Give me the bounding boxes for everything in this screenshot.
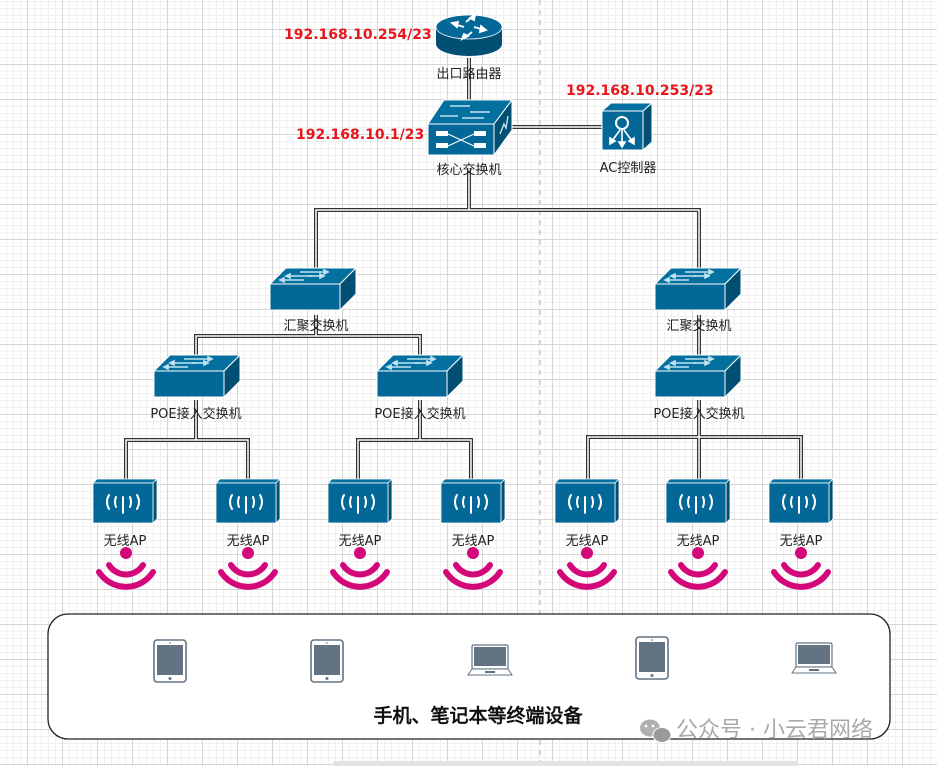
wifi-signal-icon — [221, 547, 275, 587]
poe-access-switch[interactable]: POE接入交换机 — [374, 354, 466, 422]
switch-icon — [376, 354, 464, 398]
laptop-icon — [467, 644, 513, 676]
wireless-ap[interactable]: 无线AP — [327, 478, 393, 587]
watermark: 公众号 · 小云君网络 — [640, 718, 873, 743]
wifi-signal-icon — [560, 547, 614, 587]
router-icon — [435, 13, 503, 56]
aggregation-switch-label: 汇聚交换机 — [666, 318, 731, 334]
wireless-ap[interactable]: 无线AP — [92, 478, 158, 587]
terminal-devices-caption: 手机、笔记本等终端设备 — [373, 704, 583, 727]
terminal-devices-group: 手机、笔记本等终端设备 — [47, 613, 891, 740]
wireless-ap[interactable]: 无线AP — [215, 478, 281, 587]
wireless-ap[interactable]: 无线AP — [665, 478, 731, 587]
layer3-switch-icon — [427, 98, 513, 157]
ap-label: 无线AP — [227, 534, 270, 549]
ac-controller-ip-label: 192.168.10.253/23 — [566, 83, 714, 99]
ac-controller-label: AC控制器 — [600, 161, 657, 176]
core-switch[interactable]: 192.168.10.1/23 核心交换机 — [296, 98, 513, 178]
terminal-devices-container — [47, 613, 891, 740]
wechat-icon — [640, 719, 672, 743]
wifi-signal-icon — [671, 547, 725, 587]
wireless-ap[interactable]: 无线AP — [440, 478, 506, 587]
poe-access-switch[interactable]: POE接入交换机 — [653, 354, 745, 422]
aggregation-switch-label: 汇聚交换机 — [283, 318, 348, 334]
wifi-signal-icon — [333, 547, 387, 587]
laptop-icon — [791, 642, 837, 674]
ac-controller[interactable]: 192.168.10.253/23 AC控制器 — [566, 83, 714, 176]
access-point-icon — [327, 478, 393, 524]
router-ip-label: 192.168.10.254/23 — [284, 27, 432, 43]
wifi-signal-icon — [446, 547, 500, 587]
router[interactable]: 192.168.10.254/23 出口路由器 — [284, 13, 503, 82]
tablet-icon — [153, 639, 187, 683]
wifi-signal-icon — [774, 547, 828, 587]
poe-access-switch-label: POE接入交换机 — [374, 406, 465, 422]
switch-icon — [153, 354, 241, 398]
ap-label: 无线AP — [104, 534, 147, 549]
horizontal-scrollbar[interactable] — [333, 761, 798, 766]
tablet-icon — [310, 639, 344, 683]
aggregation-switch[interactable]: 汇聚交换机 — [269, 267, 357, 334]
access-point-icon — [440, 478, 506, 524]
poe-access-switch[interactable]: POE接入交换机 — [150, 354, 242, 422]
poe-access-switch-label: POE接入交换机 — [653, 406, 744, 422]
switch-icon — [269, 267, 357, 311]
router-label: 出口路由器 — [436, 66, 501, 82]
poe-access-switch-label: POE接入交换机 — [150, 406, 241, 422]
wireless-ap[interactable]: 无线AP — [554, 478, 620, 587]
ap-label: 无线AP — [677, 534, 720, 549]
ap-label: 无线AP — [452, 534, 495, 549]
switch-icon — [654, 267, 742, 311]
access-point-icon — [768, 478, 834, 524]
core-switch-label: 核心交换机 — [436, 162, 501, 178]
watermark-text: 公众号 · 小云君网络 — [676, 718, 873, 743]
ap-label: 无线AP — [780, 534, 823, 549]
access-point-icon — [554, 478, 620, 524]
ap-label: 无线AP — [339, 534, 382, 549]
switch-icon — [654, 354, 742, 398]
core-switch-ip-label: 192.168.10.1/23 — [296, 127, 424, 143]
ap-label: 无线AP — [566, 534, 609, 549]
aggregation-switch[interactable]: 汇聚交换机 — [654, 267, 742, 334]
wireless-controller-icon — [600, 101, 654, 152]
access-point-icon — [92, 478, 158, 524]
wifi-signal-icon — [99, 547, 153, 587]
access-point-icon — [215, 478, 281, 524]
tablet-icon — [635, 636, 669, 680]
wireless-ap[interactable]: 无线AP — [768, 478, 834, 587]
access-point-icon — [665, 478, 731, 524]
